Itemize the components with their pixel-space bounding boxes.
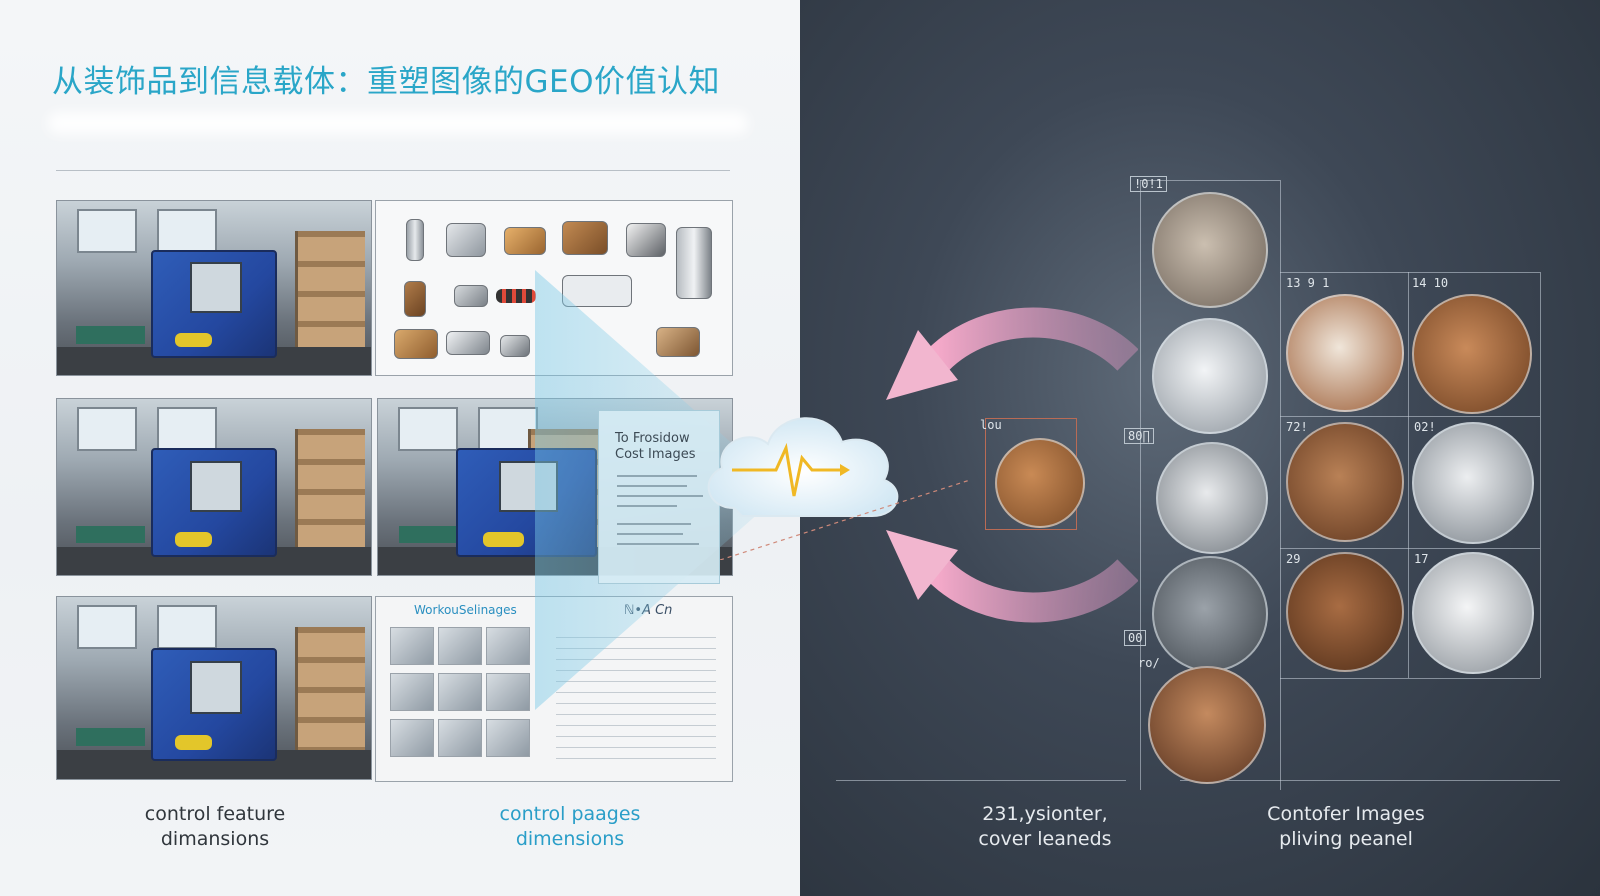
part-wood-post — [404, 281, 426, 317]
circle-tool-part — [1152, 556, 1268, 672]
circle-paper-stack — [1152, 318, 1268, 434]
bottom-rule-right — [1180, 780, 1560, 781]
circle-wood-center — [995, 438, 1085, 528]
caption-cover-leaneds: 231,ysionter, cover leaneds — [930, 802, 1160, 852]
tag-00: 00 — [1124, 630, 1147, 646]
part-wood-frame — [562, 221, 608, 255]
part-chart-tile — [562, 275, 632, 307]
circle-metal-box — [1412, 552, 1534, 674]
blurred-subtitle — [48, 112, 748, 134]
dashed-connector — [720, 480, 971, 560]
circle-metal-tray — [1412, 422, 1534, 544]
circle-hand-tool — [1286, 552, 1404, 672]
tag-top: !0!1 — [1130, 176, 1167, 192]
caption-feature-dimensions: control feature dimansions — [110, 802, 320, 852]
caption-images-panel: Contofer Images pliving peanel — [1226, 802, 1466, 852]
overlay-card-title-1: To Frosidow — [615, 431, 690, 446]
tag-29: 29 — [1286, 552, 1301, 566]
title-divider — [56, 170, 730, 171]
bottom-rule-left — [836, 780, 1126, 781]
page-title: 从装饰品到信息载体：重塑图像的GEO价值认知 — [52, 64, 721, 100]
part-housing — [676, 227, 712, 299]
caption-1-line-2: dimansions — [160, 828, 270, 850]
caption-1-line-1: control feature — [144, 803, 286, 825]
doc-header: WorkouSelinages — [414, 603, 517, 617]
doc-thumb-9 — [486, 719, 530, 757]
doc-thumb-1 — [390, 627, 434, 665]
part-bracket — [446, 223, 486, 257]
factory-photo-3 — [56, 596, 372, 780]
part-bar — [446, 331, 490, 355]
doc-thumb-8 — [438, 719, 482, 757]
tag-lou: lou — [980, 418, 1002, 432]
tag-021: 02! — [1414, 420, 1436, 434]
tag-1410: 14 10 — [1412, 276, 1449, 290]
caption-2-line-2: dimensions — [515, 828, 625, 850]
doc-thumb-6 — [486, 673, 530, 711]
doc-header-right: ℕ•A Cn — [624, 603, 673, 618]
part-roll — [394, 329, 438, 359]
tag-rol: ro/ — [1138, 656, 1160, 670]
caption-pages-dimensions: control paages dimensions — [466, 802, 674, 852]
doc-thumb-5 — [438, 673, 482, 711]
caption-3-line-2: cover leaneds — [978, 828, 1112, 850]
caption-3-line-1: 231,ysionter, — [982, 803, 1108, 825]
cycle-arrows — [886, 307, 1138, 623]
overlay-info-card: To Frosidow Cost Images — [598, 410, 720, 584]
part-clip — [626, 223, 666, 257]
caption-4-line-2: pliving peanel — [1279, 828, 1413, 850]
doc-text-column — [556, 627, 716, 767]
doc-thumb-4 — [390, 673, 434, 711]
doc-thumb-2 — [438, 627, 482, 665]
factory-photo-2 — [56, 398, 372, 576]
cloud-icon — [707, 417, 899, 517]
part-wedge — [656, 327, 700, 357]
workflow-doc-panel: WorkouSelinages ℕ•A Cn — [375, 596, 733, 782]
overlay-card-title-2: Cost Images — [615, 447, 696, 462]
part-cylinder — [406, 219, 424, 261]
caption-4-line-1: Contofer Images — [1267, 803, 1425, 825]
doc-thumb-7 — [390, 719, 434, 757]
circle-portrait — [1148, 666, 1266, 784]
tag-17: 17 — [1414, 552, 1429, 566]
doc-thumb-3 — [486, 627, 530, 665]
circle-document-hand — [1286, 294, 1404, 412]
circle-metal-sheets — [1156, 442, 1268, 554]
tag-1391: 13 9 1 — [1286, 276, 1330, 290]
tag-721: 72! — [1286, 420, 1308, 434]
circle-block-parts — [1152, 192, 1268, 308]
tag-80n: 80∏ — [1124, 428, 1154, 444]
factory-photo-1 — [56, 200, 372, 376]
circle-wood-cabinet — [1412, 294, 1532, 414]
circle-door-handle — [1286, 422, 1404, 542]
part-hook — [454, 285, 488, 307]
caption-2-line-1: control paages — [499, 803, 641, 825]
parts-catalog-panel — [375, 200, 733, 376]
part-wood-block — [504, 227, 546, 255]
part-pins — [496, 289, 536, 303]
part-connector — [500, 335, 530, 357]
